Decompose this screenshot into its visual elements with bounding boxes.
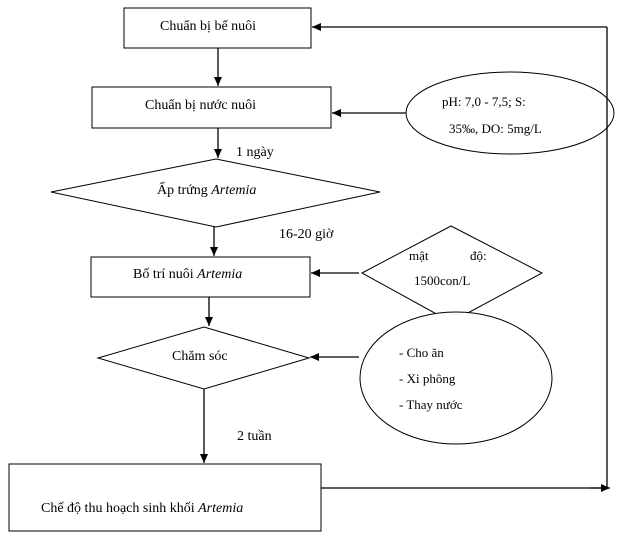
label-care-item2: - Xi phông (399, 371, 456, 386)
label-density-word1: mật (409, 248, 429, 263)
label-duration-1-day: 1 ngày (236, 145, 274, 160)
diamond-cham-soc (96, 326, 311, 390)
diamond-density (360, 225, 544, 323)
label-density-word2: độ: (470, 248, 487, 263)
label-thu-hoach: Chế độ thu hoạch sinh khối Artemia (41, 502, 243, 516)
label-chuan-bi-be: Chuẩn bị bể nuôi (160, 19, 257, 34)
diamond-ap-trung (50, 158, 381, 228)
box-bo-tri (90, 256, 311, 298)
label-ap-trung-text: Ấp trứng (157, 183, 212, 198)
label-density-line2: 1500con/L (414, 273, 471, 288)
label-water-line2: 35‰, DO: 5mg/L (449, 121, 542, 136)
label-bo-tri-text: Bố trí nuôi (133, 267, 198, 282)
label-ap-trung-italic: Artemia (211, 183, 257, 198)
label-bo-tri-italic: Artemia (197, 267, 243, 282)
ellipse-care-tasks (359, 311, 553, 445)
label-bo-tri: Bố trí nuôi Artemia (133, 268, 242, 282)
label-thu-hoach-text: Chế độ thu hoạch sinh khối (41, 501, 199, 516)
label-thu-hoach-italic: Artemia (198, 501, 244, 516)
box-chuan-bi-be (123, 7, 312, 49)
box-chuan-bi-nuoc (91, 86, 332, 129)
label-ap-trung: Ấp trứng Artemia (157, 184, 256, 198)
label-chuan-bi-nuoc: Chuẩn bị nước nuôi (145, 98, 257, 113)
label-duration-16-20h: 16-20 giờ (279, 227, 334, 242)
box-thu-hoach (8, 463, 322, 532)
ellipse-water-params (405, 71, 615, 155)
label-duration-2-weeks: 2 tuần (237, 429, 272, 444)
label-water-line1: pH: 7,0 - 7,5; S: (442, 94, 526, 109)
label-care-item1: - Cho ăn (399, 345, 444, 360)
label-cham-soc: Chăm sóc (172, 349, 228, 364)
label-care-item3: - Thay nước (399, 397, 463, 412)
